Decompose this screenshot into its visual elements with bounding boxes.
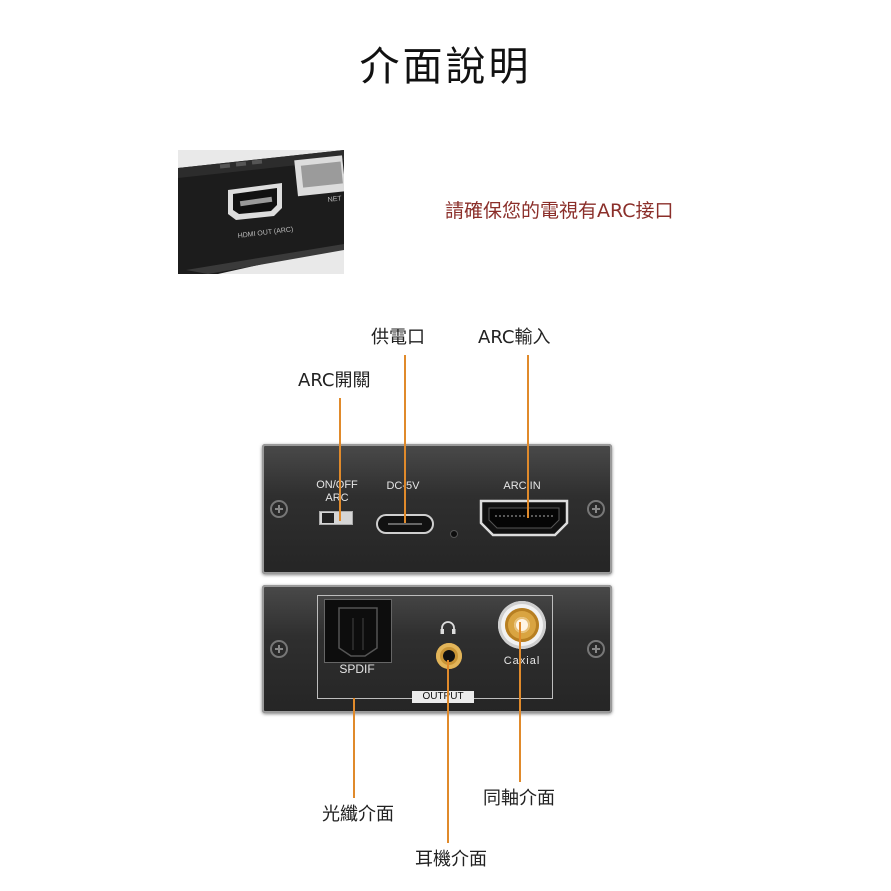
arc-requirement-note: 請確保您的電視有ARC接口 <box>445 200 674 222</box>
tv-port-illustration: HDMI OUT (ARC) NET <box>178 150 344 274</box>
leader-line-coaxial <box>519 622 521 782</box>
hdmi-arc-in-port[interactable] <box>479 499 569 537</box>
leader-line-arc-switch <box>339 398 341 521</box>
label-arc-switch: ARC開關 <box>298 370 371 391</box>
screw-icon <box>270 640 288 658</box>
page-title: 介面說明 <box>359 44 532 90</box>
tv-port-photo: HDMI OUT (ARC) NET <box>178 150 344 274</box>
indicator-led <box>450 530 458 538</box>
arc-toggle-switch[interactable] <box>319 511 353 525</box>
usb-c-power-port[interactable] <box>376 514 434 534</box>
switch-label-line2: ARC <box>325 492 349 504</box>
leader-line-arc-input <box>527 355 529 518</box>
headphone-jack[interactable] <box>436 643 462 669</box>
screw-icon <box>270 500 288 518</box>
coaxial-label: Caxial <box>503 655 541 667</box>
arc-in-label: ARC IN <box>503 480 541 492</box>
coaxial-port[interactable] <box>498 601 546 649</box>
screw-icon <box>587 500 605 518</box>
dc-label: DC-5V <box>386 480 420 492</box>
output-label: OUTPUT <box>412 691 474 703</box>
spdif-label: SPDIF <box>339 662 375 676</box>
label-arc-input: ARC輸入 <box>478 327 551 348</box>
leader-line-headphone <box>447 660 449 843</box>
switch-label-line1: ON/OFF <box>316 479 358 491</box>
device-output-panel: OUTPUT SPDIF Caxial <box>262 585 612 713</box>
label-headphone: 耳機介面 <box>415 849 487 870</box>
photo-side-label: NET <box>327 195 342 204</box>
leader-line-power <box>404 355 406 523</box>
label-coaxial: 同軸介面 <box>483 788 555 809</box>
device-input-panel: ON/OFF ARC DC-5V ARC IN <box>262 444 612 574</box>
spdif-optical-port[interactable] <box>324 599 392 663</box>
screw-icon <box>587 640 605 658</box>
leader-line-optical <box>353 698 355 798</box>
label-power: 供電口 <box>371 327 425 348</box>
headphone-icon <box>440 621 456 634</box>
label-optical: 光纖介面 <box>322 804 394 825</box>
